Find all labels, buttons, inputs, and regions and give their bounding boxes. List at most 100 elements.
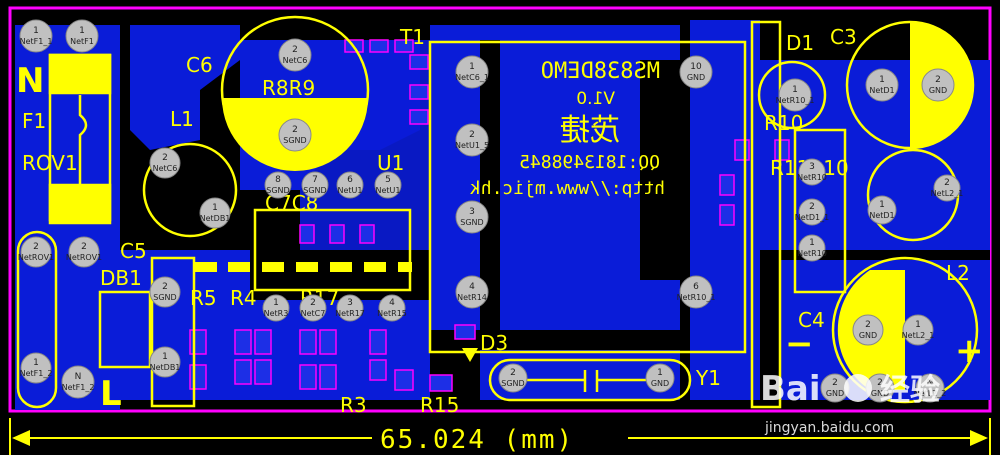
pad-number: 3 [469,207,475,217]
pad-number: 1 [33,26,39,36]
refdes-r3: R3 [340,393,367,417]
pad-number: 6 [693,282,699,292]
pad-circle [378,294,406,322]
pad-net-label: SGND [266,186,289,195]
refdes-d3: D3 [480,331,508,355]
pad-circle [19,19,53,53]
pad-net-label: NetC6 [283,56,308,65]
pad-net-label: GND [871,389,889,398]
pad-circle [645,363,675,393]
pad-net-label: NetF1_1 [20,37,53,46]
pad-number: 2 [162,282,168,292]
refdes-r5: R5 [190,286,217,310]
pad-net-label: GND [651,379,669,388]
watermark-site: jingyan.baidu.com [764,420,894,436]
pad-circle [336,294,364,322]
pad-circle [455,55,489,89]
pad-circle [278,38,312,72]
pad-net-label: NetDB1 [150,363,181,372]
pad-net-label: NetDB1 [200,214,231,223]
pad-net-label: NetR10_1 [677,293,716,302]
pad-net-label: GND [687,73,705,82]
pad-net-label: NetF1_2 [62,383,95,392]
pad-circle [867,195,897,225]
board-title: MS838DEMO [541,59,660,84]
pad-net-label: NetU1_5 [455,141,489,150]
pad-number: 1 [657,368,663,378]
pad-net-label: NetC6 [153,164,178,173]
pad-number: 5 [385,175,391,185]
pad-number: 6 [347,175,353,185]
pad-circle [798,198,826,226]
watermark-brand-cn: 经验 [880,373,940,408]
pad-circle [264,171,292,199]
pad-number: 2 [81,242,87,252]
baidu-watermark: Bai 经验 jingyan.baidu.com [760,369,940,436]
pad-number: 2 [832,378,838,388]
pad-number: 2 [877,378,883,388]
pad-number: 2 [292,125,298,135]
pad-circle [301,171,329,199]
pad-circle [455,200,489,234]
pad-circle [149,276,181,308]
pad-net-label: NetD1_1 [795,213,829,222]
pad-net-label: NetL2_2 [914,389,947,398]
pad-number: 2 [865,320,871,330]
smd-pads [189,39,790,392]
pad-circle [679,55,713,89]
pad-circle [498,363,528,393]
refdes-c3: C3 [830,25,857,49]
refdes-f1: F1 [22,109,46,133]
board-brand: 茂捷 [560,113,620,148]
pad-circle [921,68,955,102]
d3-diode-symbol [462,348,478,362]
u1-pin-strip [195,262,412,272]
pad-net-label: NetD1 [869,211,894,220]
pad-net-label: NetR15 [377,309,407,318]
pad-circle [865,68,899,102]
pad-circle [149,346,181,378]
watermark-brand: Bai [760,369,821,409]
pad-circle [299,294,327,322]
pad-number: 1 [273,298,279,308]
refdes-db1: DB1 [100,266,142,290]
pad-number: 1 [33,358,39,368]
pad-net-label: SGND [460,218,483,227]
pad-number: N [927,378,934,388]
pad-circle [679,275,713,309]
pad-circle [65,19,99,53]
board-version: V1.0 [576,89,615,109]
refdes-y1: Y1 [695,366,721,390]
refdes-c5: C5 [120,239,147,263]
refdes-c6: C6 [186,53,213,77]
pad-circle [278,118,312,152]
pin-label-plus: + [955,331,984,371]
pad-circle [902,314,934,346]
pad-net-label: NetR14 [457,293,487,302]
pad-net-label: NetU1 [338,186,363,195]
pad-circle [61,365,95,399]
pad-net-label: NetU1 [376,186,401,195]
pad-circle [798,158,826,186]
pad-circle [149,147,181,179]
pad-circle [262,294,290,322]
pad-net-label: NetR10 [797,173,827,182]
dimension-label: 65.024 (mm) [380,425,574,455]
pad-net-label: NetF1_2 [20,369,53,378]
pad-net-label: NetR10 [797,249,827,258]
pad-circle [336,171,364,199]
